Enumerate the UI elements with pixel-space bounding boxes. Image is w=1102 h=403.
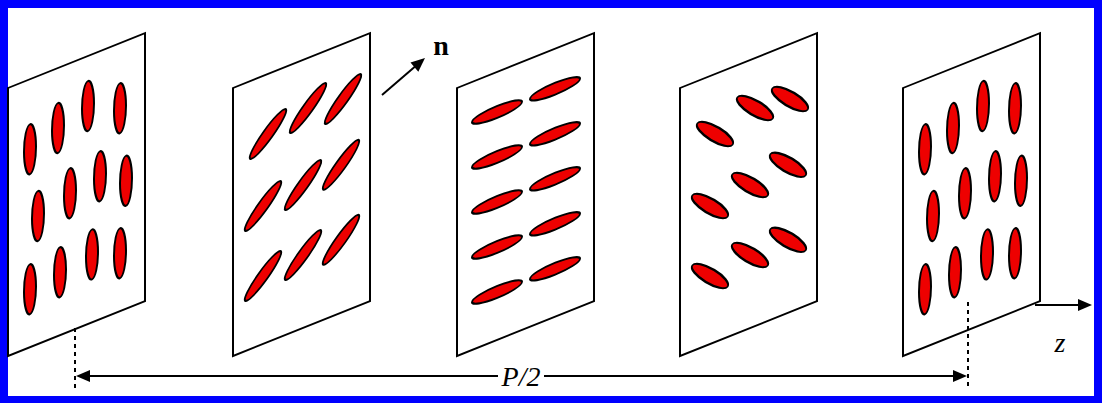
- axis-arrow: [1035, 304, 1080, 306]
- rod-molecule: [766, 223, 810, 256]
- rod-molecule: [120, 153, 132, 208]
- rod-molecule: [768, 82, 812, 115]
- axis-label: z: [1055, 327, 1066, 359]
- director-arrow: [382, 64, 418, 95]
- rod-molecule: [947, 101, 959, 156]
- rod-molecule: [32, 189, 44, 244]
- rod-molecule: [1009, 81, 1021, 136]
- rod-molecule: [949, 245, 961, 300]
- dimension-label: P/2: [498, 361, 545, 393]
- rod-molecule: [766, 148, 810, 181]
- layer-plane: [233, 33, 370, 356]
- molecular-layer: [680, 33, 817, 356]
- rod-molecule: [688, 259, 732, 292]
- rod-molecule: [530, 208, 580, 240]
- rod-molecule: [241, 179, 285, 234]
- layer-plane: [680, 33, 817, 356]
- rod-molecule: [693, 117, 737, 150]
- rod-molecule: [472, 141, 522, 173]
- rod-molecule: [281, 228, 325, 283]
- rod-molecule: [733, 91, 777, 124]
- rod-molecule: [472, 276, 522, 308]
- molecular-layer: [457, 33, 594, 356]
- rod-molecule: [52, 101, 64, 156]
- rod-molecule: [919, 122, 931, 177]
- dimension-tick: [967, 302, 969, 388]
- rod-molecule: [472, 96, 522, 128]
- rod-molecule: [728, 168, 772, 201]
- molecular-layer: [233, 33, 370, 356]
- rod-molecule: [927, 189, 939, 244]
- layer-plane: [8, 33, 145, 356]
- rod-molecule: [530, 118, 580, 150]
- rod-molecule: [530, 163, 580, 195]
- rod-molecule: [321, 72, 365, 127]
- molecular-layer: [903, 33, 1040, 356]
- rod-molecule: [241, 249, 285, 304]
- rod-molecule: [86, 227, 98, 282]
- rod-molecule: [94, 149, 106, 204]
- rod-molecule: [530, 73, 580, 105]
- rod-molecule: [64, 166, 76, 221]
- rod-molecule: [24, 122, 36, 177]
- rod-molecule: [286, 81, 330, 136]
- rod-molecule: [530, 253, 580, 285]
- rod-molecule: [989, 149, 1001, 204]
- arrow-head: [76, 370, 90, 382]
- molecular-layer: [8, 33, 145, 356]
- rod-molecule: [728, 238, 772, 271]
- arrow-head: [953, 370, 967, 382]
- rod-molecule: [54, 245, 66, 300]
- rod-molecule: [981, 227, 993, 282]
- rod-molecule: [688, 189, 732, 222]
- rod-molecule: [959, 166, 971, 221]
- rod-molecule: [114, 81, 126, 136]
- rod-molecule: [281, 158, 325, 213]
- rod-molecule: [919, 262, 931, 317]
- layer-plane: [457, 33, 594, 356]
- rod-molecule: [24, 262, 36, 317]
- rod-molecule: [1009, 226, 1021, 281]
- rod-molecule: [472, 231, 522, 263]
- arrow-head: [410, 58, 425, 72]
- rod-molecule: [114, 226, 126, 281]
- rod-molecule: [246, 107, 290, 162]
- layer-plane: [903, 33, 1040, 356]
- rod-molecule: [319, 213, 363, 268]
- vector-label: n: [433, 30, 449, 62]
- rod-molecule: [472, 186, 522, 218]
- dimension-tick: [74, 328, 76, 388]
- rod-molecule: [82, 79, 94, 134]
- rod-molecule: [1015, 153, 1027, 208]
- arrow-head: [1078, 299, 1092, 311]
- white-ground: [8, 8, 1094, 396]
- rod-molecule: [977, 79, 989, 134]
- rod-molecule: [319, 138, 363, 193]
